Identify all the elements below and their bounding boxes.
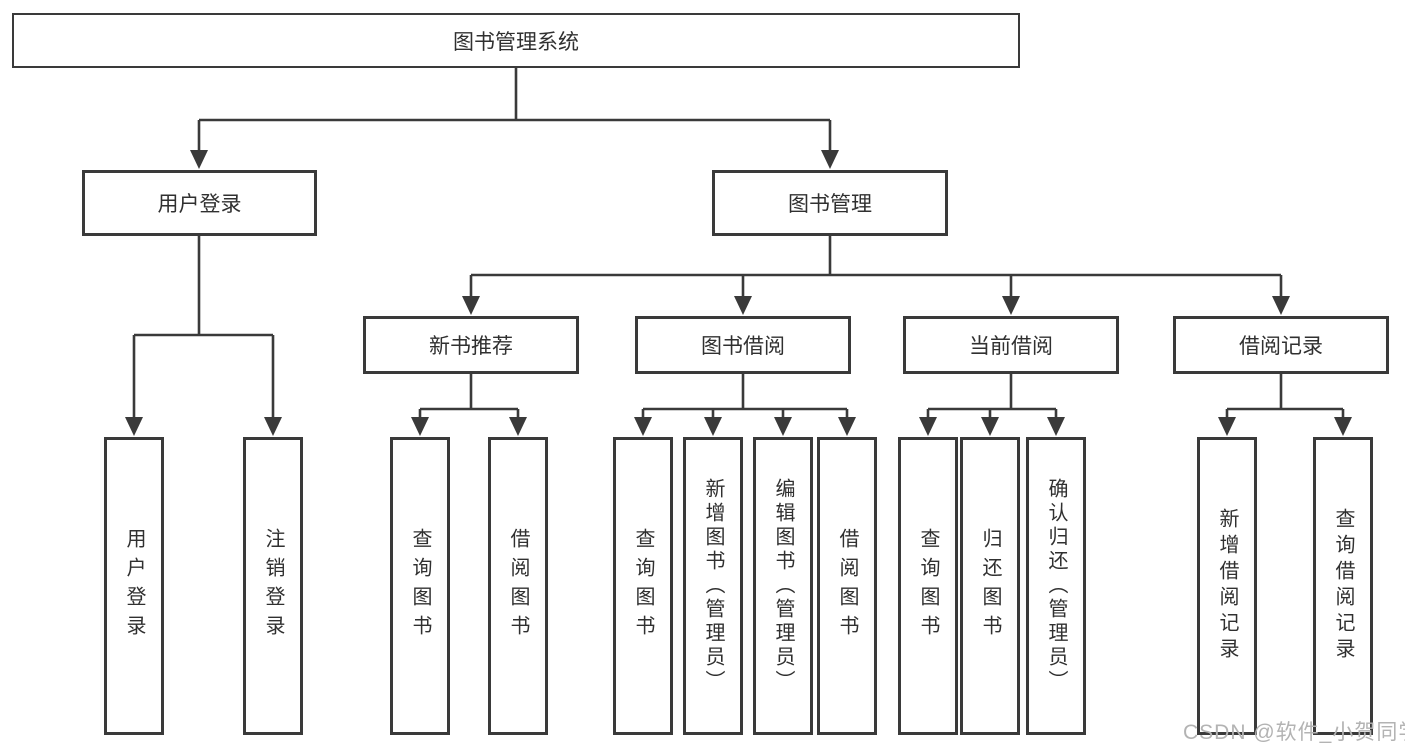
leaf-logout: 注销登录 [243,437,303,735]
node-label: 编辑图书（管理员） [772,478,794,694]
leaf-query-books-recommend: 查询图书 [390,437,450,735]
node-current-borrowing: 当前借阅 [903,316,1119,374]
node-label: 查询借阅记录 [1332,508,1354,664]
leaf-query-books-current: 查询图书 [898,437,958,735]
node-library-management-system: 图书管理系统 [12,13,1020,68]
node-label: 查询图书 [632,528,654,644]
node-label: 确认归还（管理员） [1045,478,1067,694]
csdn-watermark: CSDN @软件_小贺同学 [1183,721,1405,744]
node-new-book-recommendation: 新书推荐 [363,316,579,374]
leaf-query-books-borrowing: 查询图书 [613,437,673,735]
node-label: 新书推荐 [429,335,513,358]
node-label: 新增图书（管理员） [702,478,724,694]
node-label: 借阅记录 [1239,335,1323,358]
node-label: 图书管理系统 [453,30,579,54]
leaf-confirm-return-admin: 确认归还（管理员） [1026,437,1086,735]
leaf-user-login: 用户登录 [104,437,164,735]
leaf-return-books: 归还图书 [960,437,1020,735]
node-label: 借阅图书 [836,528,858,644]
leaf-add-books-admin: 新增图书（管理员） [683,437,743,735]
node-label: 当前借阅 [969,335,1053,358]
leaf-query-borrow-record: 查询借阅记录 [1313,437,1373,735]
node-label: 用户登录 [123,528,145,644]
node-label: 图书借阅 [701,335,785,358]
node-label: 图书管理 [788,193,872,216]
leaf-edit-books-admin: 编辑图书（管理员） [753,437,813,735]
node-label: 查询图书 [917,528,939,644]
node-label: 归还图书 [979,528,1001,644]
node-label: 用户登录 [157,193,242,216]
leaf-add-borrow-record: 新增借阅记录 [1197,437,1257,735]
leaf-borrow-books-borrowing: 借阅图书 [817,437,877,735]
node-label: 注销登录 [262,528,284,644]
node-borrowing-records: 借阅记录 [1173,316,1389,374]
leaf-borrow-books-recommend: 借阅图书 [488,437,548,735]
node-label: 新增借阅记录 [1216,508,1238,664]
node-book-management: 图书管理 [712,170,948,236]
node-label: 查询图书 [409,528,431,644]
node-book-borrowing: 图书借阅 [635,316,851,374]
node-label: 借阅图书 [507,528,529,644]
node-user-login: 用户登录 [82,170,317,236]
